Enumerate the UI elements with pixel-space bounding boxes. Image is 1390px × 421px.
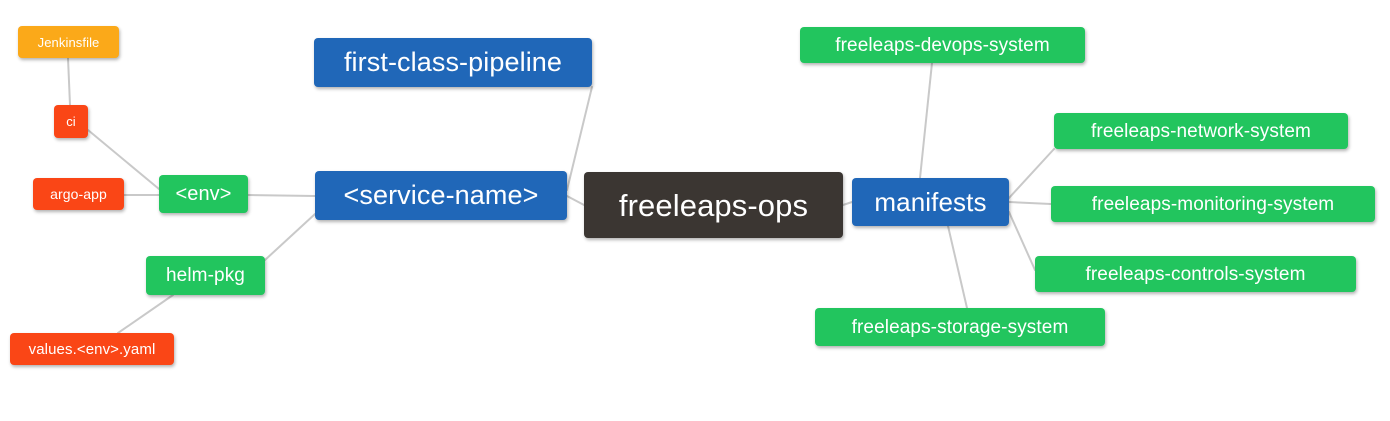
node-label-devops-system: freeleaps-devops-system [835, 34, 1050, 56]
edge-service-name-to-helm-pkg [264, 213, 316, 261]
edge-manifests-to-monitoring-system [1008, 201, 1052, 205]
node-freeleaps-ops[interactable]: freeleaps-ops [584, 172, 843, 238]
node-ci[interactable]: ci [54, 105, 88, 138]
node-label-freeleaps-ops: freeleaps-ops [618, 187, 809, 223]
edge-freeleaps-ops-to-manifests [842, 201, 853, 206]
edge-helm-pkg-to-values-env-yaml [117, 294, 174, 334]
node-monitoring-system[interactable]: freeleaps-monitoring-system [1051, 186, 1375, 222]
node-manifests[interactable]: manifests [852, 178, 1009, 226]
node-helm-pkg[interactable]: helm-pkg [146, 256, 265, 295]
node-label-controls-system: freeleaps-controls-system [1085, 263, 1306, 285]
node-label-storage-system: freeleaps-storage-system [851, 316, 1069, 338]
node-label-env: <env> [175, 183, 232, 205]
edge-manifests-to-controls-system [1008, 211, 1036, 271]
node-devops-system[interactable]: freeleaps-devops-system [800, 27, 1085, 63]
node-env[interactable]: <env> [159, 175, 248, 213]
node-values-env-yaml[interactable]: values.<env>.yaml [10, 333, 174, 365]
node-label-manifests: manifests [874, 187, 987, 217]
node-label-network-system: freeleaps-network-system [1091, 120, 1311, 142]
node-label-ci: ci [66, 114, 76, 129]
node-argo-app[interactable]: argo-app [33, 178, 124, 210]
edge-manifests-to-network-system [1008, 148, 1055, 199]
node-network-system[interactable]: freeleaps-network-system [1054, 113, 1348, 149]
edge-service-name-to-env [247, 194, 316, 197]
node-label-values-env-yaml: values.<env>.yaml [28, 340, 156, 358]
node-label-service-name: <service-name> [343, 180, 539, 210]
node-controls-system[interactable]: freeleaps-controls-system [1035, 256, 1356, 292]
edge-manifests-to-devops-system [919, 62, 933, 179]
node-label-argo-app: argo-app [50, 186, 107, 202]
node-label-monitoring-system: freeleaps-monitoring-system [1091, 193, 1335, 215]
edge-ci-to-jenkinsfile [67, 57, 71, 106]
node-label-helm-pkg: helm-pkg [166, 265, 245, 286]
node-jenkinsfile[interactable]: Jenkinsfile [18, 26, 119, 58]
node-storage-system[interactable]: freeleaps-storage-system [815, 308, 1105, 346]
node-label-jenkinsfile: Jenkinsfile [37, 34, 100, 50]
edge-manifests-to-storage-system [947, 225, 968, 309]
node-label-first-class-pipeline: first-class-pipeline [343, 47, 563, 77]
node-first-class-pipeline[interactable]: first-class-pipeline [314, 38, 592, 87]
node-service-name[interactable]: <service-name> [315, 171, 567, 220]
edge-freeleaps-ops-to-service-name [566, 195, 585, 206]
